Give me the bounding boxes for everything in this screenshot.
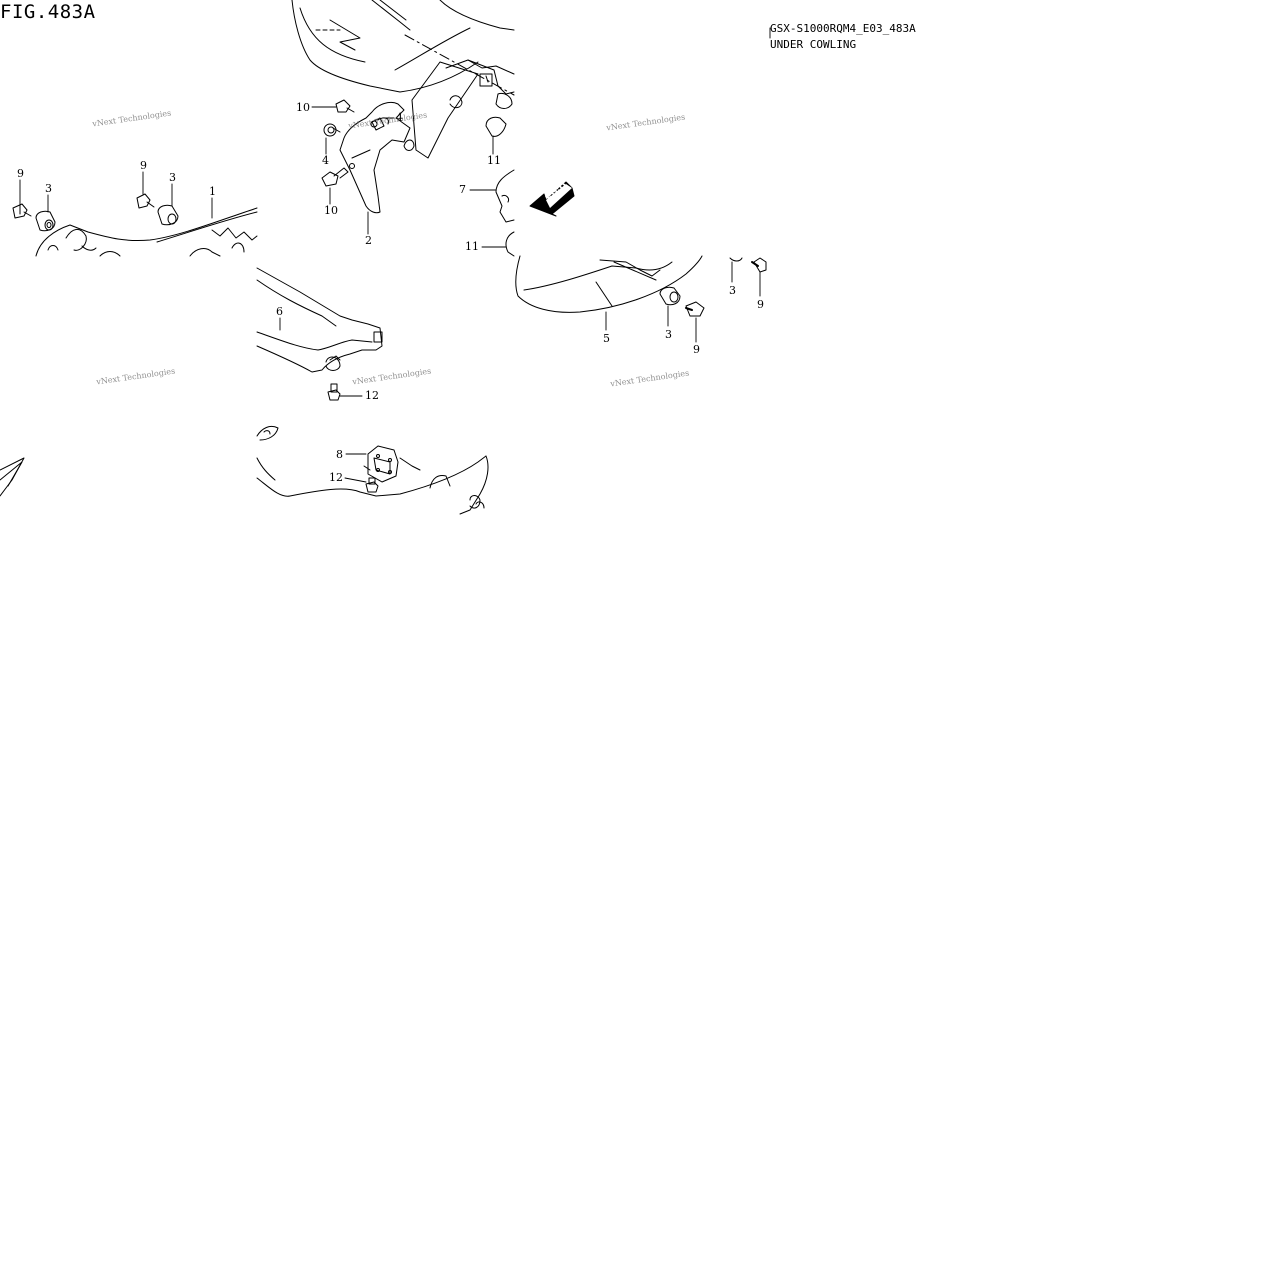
fastener-right-edge (729, 257, 767, 273)
clip-4-upper (371, 117, 385, 131)
part-8-bracket (363, 445, 399, 483)
grommet-11-upper (485, 116, 507, 137)
model-code: GSX-S1000RQM4_E03_483A (770, 22, 916, 35)
under-cowling-left-part (35, 207, 258, 257)
bolt-12-upper (327, 383, 349, 401)
callout-11: 11 (465, 240, 479, 253)
callout-1: 1 (209, 185, 216, 198)
bolt-9-left-b (136, 193, 155, 209)
callout-2: 2 (365, 234, 372, 247)
bolt-12-lower (365, 477, 379, 493)
part-7-bracket (495, 169, 515, 257)
callout-3: 3 (45, 182, 52, 195)
callout-7: 7 (459, 183, 466, 196)
callout-6: 6 (276, 305, 283, 318)
callout-10: 10 (296, 101, 310, 114)
bolt-9-left-a (12, 203, 32, 219)
cowling-inner-panel (403, 59, 515, 159)
callout-leaders (19, 27, 771, 483)
callout-11: 11 (487, 154, 501, 167)
callout-9: 9 (140, 159, 147, 172)
cowling-edge-fragment (0, 457, 25, 497)
grommet-3-left-b (157, 204, 179, 226)
callout-10: 10 (324, 204, 338, 217)
bolt-10-upper (335, 99, 355, 113)
callout-12: 12 (329, 471, 343, 484)
grommet-3-right-lower (659, 286, 681, 306)
grommet-3-left-a (35, 210, 56, 232)
callout-3: 3 (169, 171, 176, 184)
bolt-10-lower (321, 167, 349, 187)
callout-8: 8 (336, 448, 343, 461)
figure-label: FIG.483A (0, 1, 96, 23)
callout-9: 9 (17, 167, 24, 180)
callout-5: 5 (603, 332, 610, 345)
section-name: UNDER COWLING (770, 38, 857, 51)
washer-4 (323, 123, 341, 137)
bolt-9-right-lower (685, 301, 705, 317)
callout-12: 12 (365, 389, 379, 402)
callout-9: 9 (693, 343, 700, 356)
callout-3: 3 (729, 284, 736, 297)
under-cowling-part-5 (515, 255, 703, 313)
part-6-cover (256, 267, 383, 373)
callout-4: 4 (396, 111, 403, 124)
callout-4: 4 (322, 154, 329, 167)
callout-9: 9 (757, 298, 764, 311)
lower-cowling-body (256, 425, 489, 515)
callout-3: 3 (665, 328, 672, 341)
cowling-upper-body (291, 0, 515, 96)
fwd-arrow (529, 181, 575, 217)
